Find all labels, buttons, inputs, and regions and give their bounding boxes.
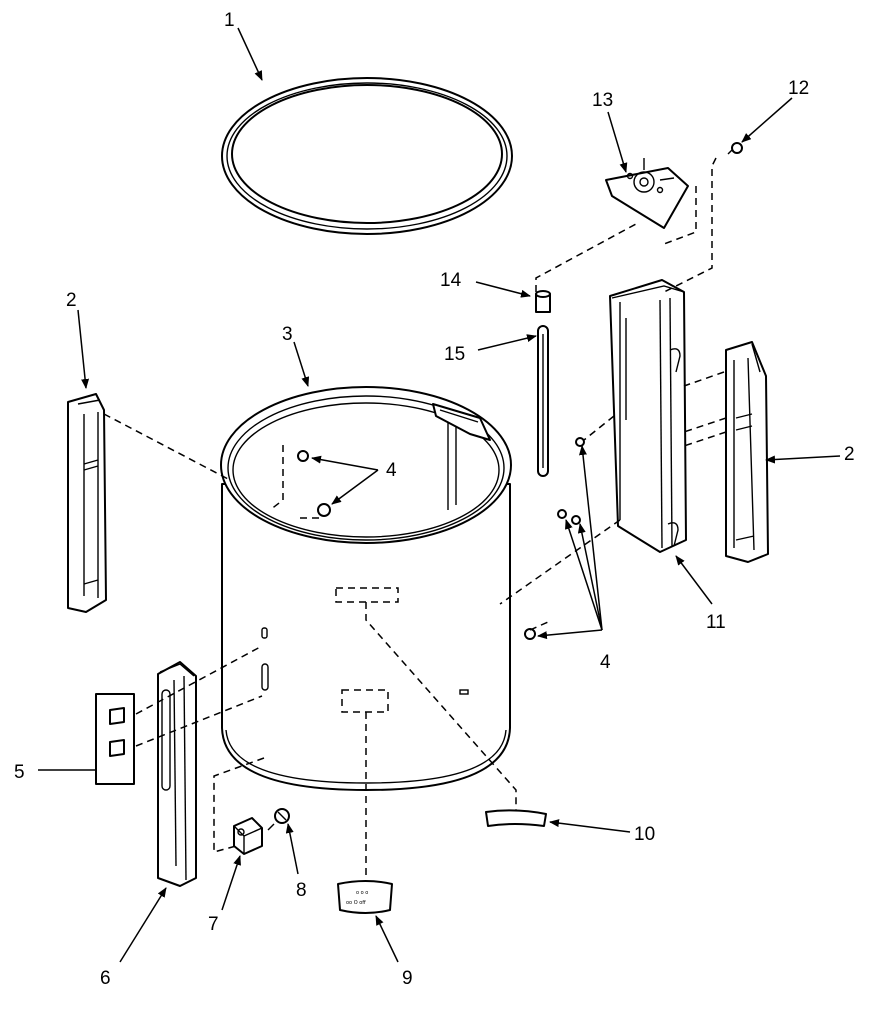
part-8-screw (267, 808, 290, 831)
part-5-bracket-plate (95, 693, 135, 785)
callout-10: 10 (634, 824, 655, 845)
leader-lines (38, 27, 841, 963)
part-15-rod (537, 325, 549, 477)
callout-13: 13 (592, 90, 613, 111)
callout-8: 8 (296, 880, 307, 901)
part-3-cabinet (220, 386, 512, 791)
part-12-screw (727, 142, 743, 155)
part-14-spacer (535, 290, 551, 313)
part-4-screws (297, 437, 585, 640)
callout-3: 3 (282, 324, 293, 345)
callout-6: 6 (100, 968, 111, 989)
callout-4-lower: 4 (600, 652, 611, 673)
callout-7: 7 (208, 914, 219, 935)
part-2-right-corner-post (725, 341, 769, 563)
part-1-ring (221, 77, 513, 235)
part-11-rear-channel (609, 279, 687, 553)
part-10-trim-strip (485, 809, 547, 827)
part-6-front-corner-post (157, 661, 197, 887)
callout-5: 5 (14, 762, 25, 783)
svg-text:o o o: o o o (356, 890, 368, 896)
part-9-control-plate: o o o oo O off (337, 880, 393, 914)
part-13-top-bracket (605, 158, 689, 229)
callout-2-left: 2 (66, 290, 77, 311)
callout-15: 15 (444, 344, 465, 365)
assembly-lines (103, 157, 727, 880)
svg-text:oo O off: oo O off (346, 900, 366, 906)
callout-12: 12 (788, 78, 809, 99)
part-7-bracket (233, 817, 263, 855)
part-2-left-corner-post (67, 393, 107, 613)
callout-2-right: 2 (844, 444, 855, 465)
callout-labels: 1 2 2 3 4 4 5 6 7 8 9 10 11 12 13 14 15 (14, 10, 855, 989)
callout-11: 11 (706, 612, 726, 633)
callout-4-upper: 4 (386, 460, 397, 481)
callout-9: 9 (402, 968, 413, 989)
callout-14: 14 (440, 270, 462, 291)
callout-1: 1 (224, 10, 235, 31)
